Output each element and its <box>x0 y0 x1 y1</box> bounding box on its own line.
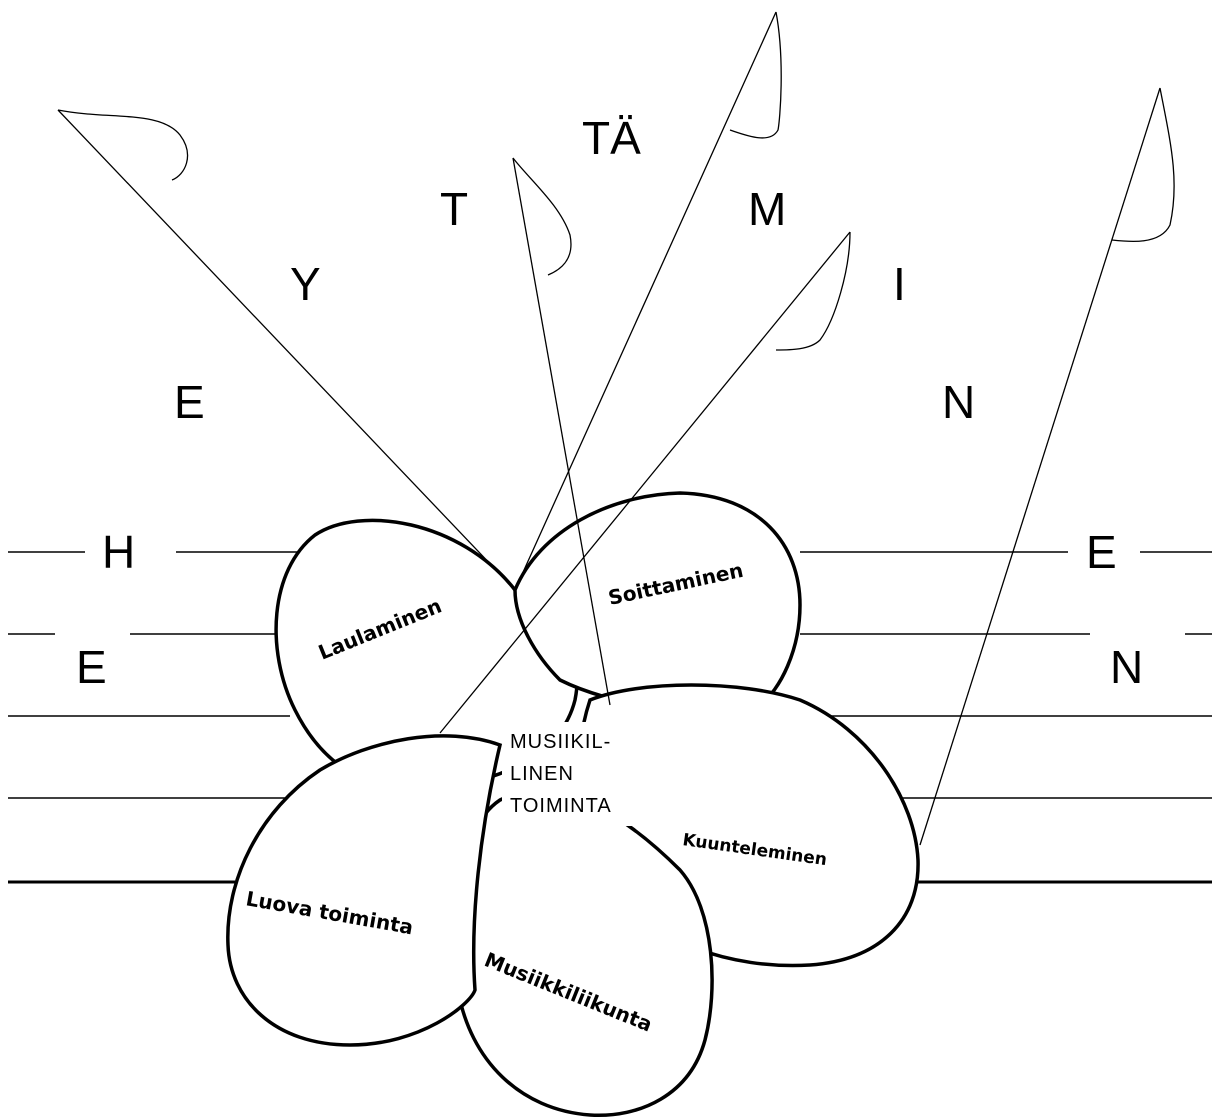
center-line-2: LINEN <box>510 763 574 785</box>
note-stem-3 <box>514 11 777 591</box>
note-stem-4 <box>439 231 851 734</box>
note-stem-2 <box>512 157 611 706</box>
petal-laulaminen <box>274 518 579 792</box>
title-letters: H E E Y T TÄ M I N E N <box>60 112 1180 693</box>
letter-bg-n-right <box>1096 618 1180 686</box>
letter-t: T <box>440 183 468 235</box>
center-line-3: TOIMINTA <box>510 795 612 817</box>
letter-bg-e-right <box>1072 530 1138 578</box>
center-label-group: MUSIIKIL- LINEN TOIMINTA <box>502 722 642 826</box>
letter-m: M <box>748 183 786 235</box>
flower-petals <box>226 491 920 1117</box>
note-flag-3 <box>729 11 782 139</box>
note-flag-5 <box>1111 87 1175 243</box>
letter-ta: TÄ <box>582 112 641 164</box>
letter-e-right: E <box>1086 526 1117 578</box>
petal-luova-toiminta <box>226 734 503 1047</box>
letter-e-left: E <box>76 641 107 693</box>
music-notes <box>57 11 1175 846</box>
letter-n-right: N <box>1110 641 1143 693</box>
letter-y: Y <box>290 258 321 310</box>
note-stem-5 <box>919 87 1161 846</box>
letter-n-arc: N <box>942 376 975 428</box>
note-flag-2 <box>512 157 572 276</box>
center-label-bg <box>502 722 642 826</box>
letter-i: I <box>893 258 906 310</box>
letter-bg-h <box>92 530 164 578</box>
note-stem-1 <box>57 109 516 591</box>
letter-h-left: H <box>102 526 135 578</box>
center-line-1: MUSIIKIL- <box>510 731 611 753</box>
note-flag-4 <box>775 231 851 351</box>
letter-e-arc: E <box>174 376 205 428</box>
petal-soittaminen <box>513 491 802 713</box>
music-staff <box>8 551 1212 884</box>
note-flag-1 <box>57 109 189 181</box>
letter-bg-e-left <box>60 618 128 686</box>
